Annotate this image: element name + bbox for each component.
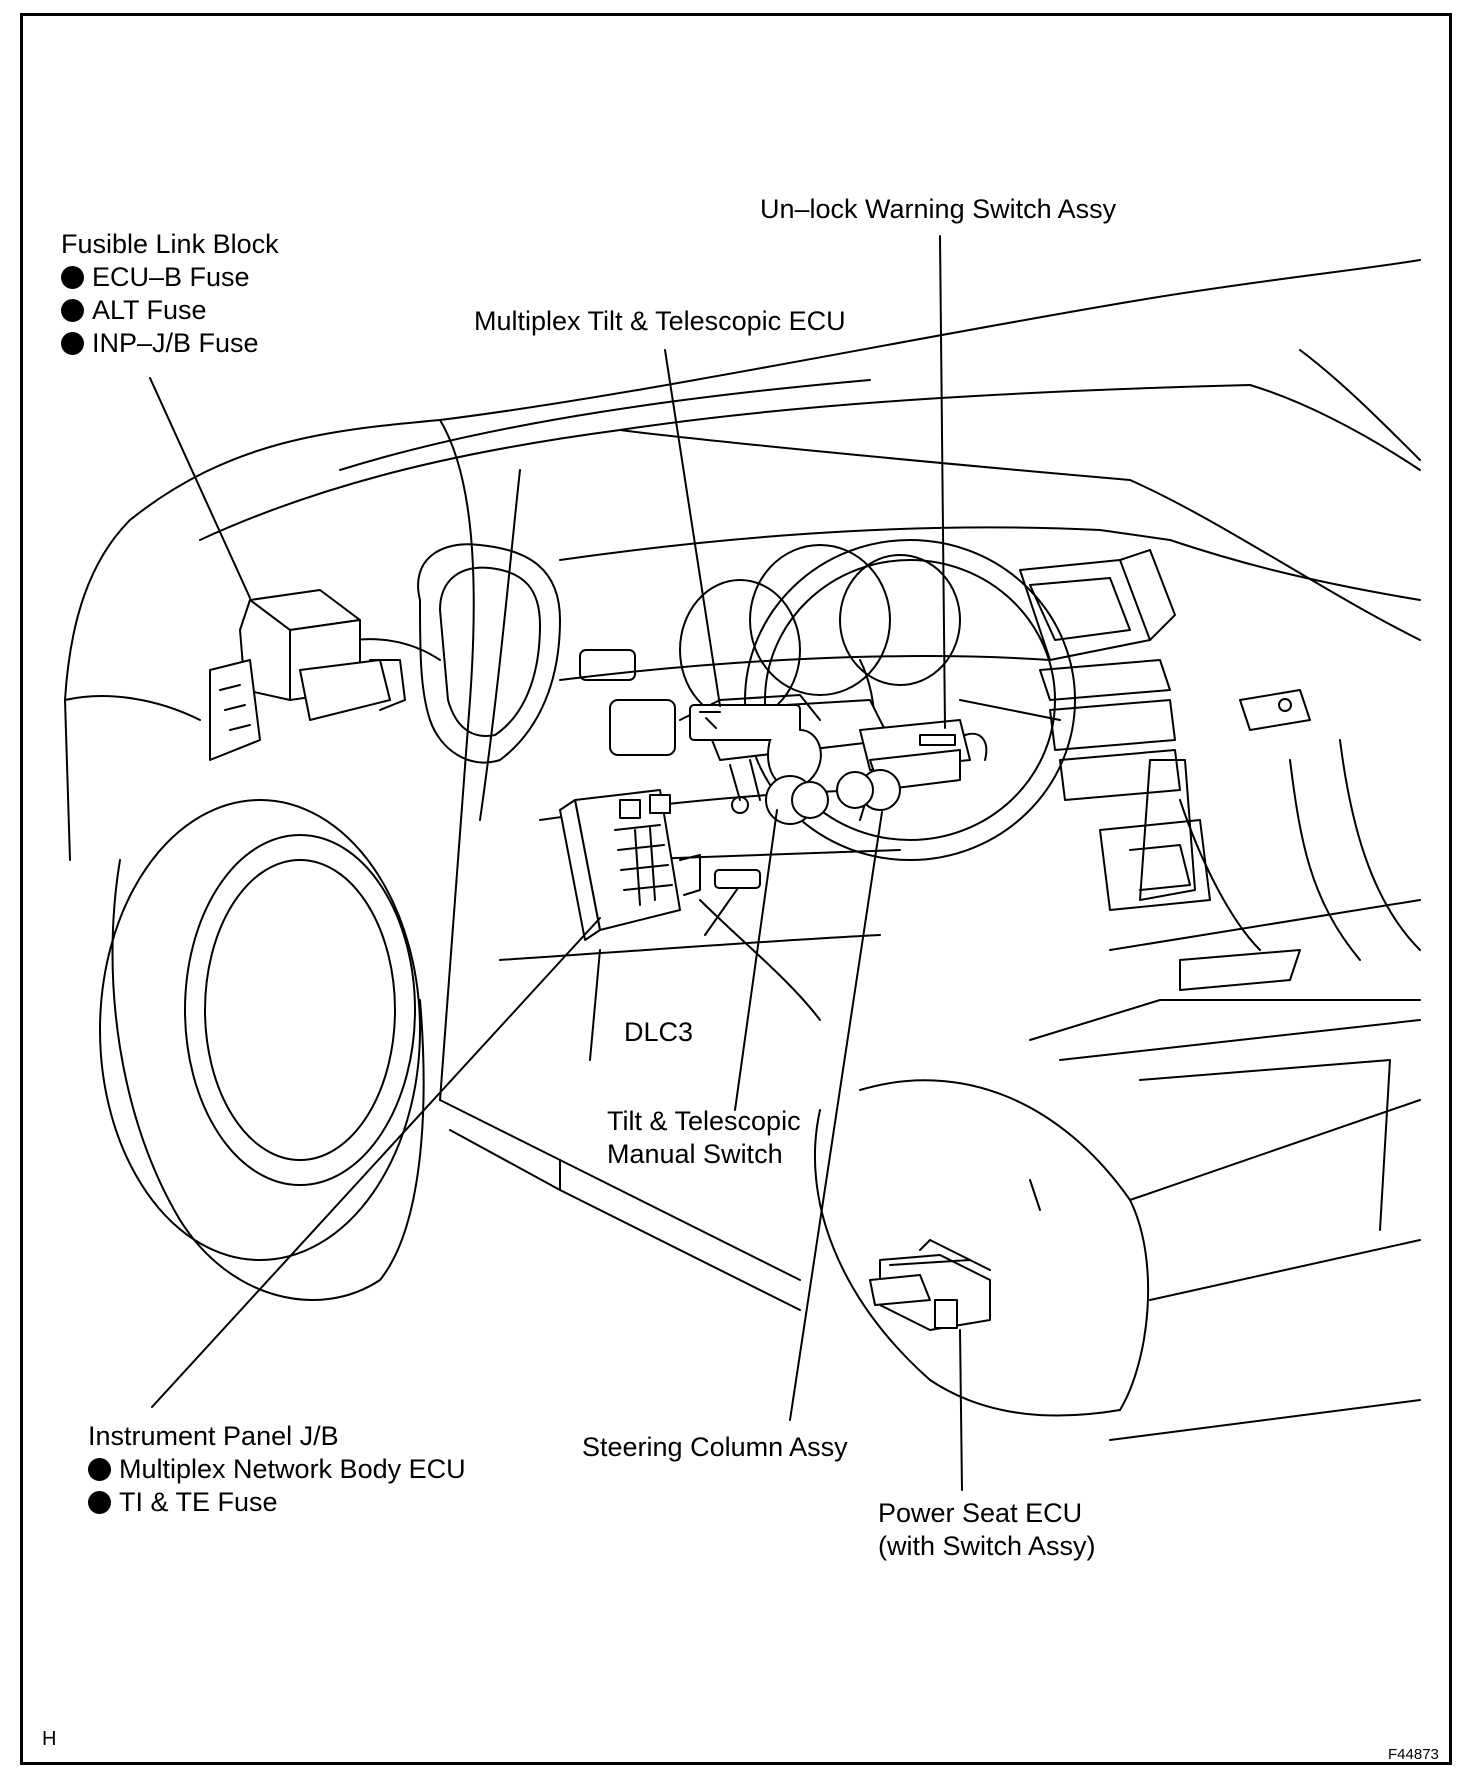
front-wheel: [99, 799, 425, 1301]
instrument-panel-jb-title: Instrument Panel J/B: [88, 1421, 339, 1451]
instrument-panel-jb-label: Instrument Panel J/B Multiplex Network B…: [88, 1420, 466, 1519]
ti-te-fuse-item: TI & TE Fuse: [88, 1486, 466, 1519]
console-and-seat: [813, 899, 1421, 1441]
alt-fuse-item: ALT Fuse: [61, 294, 279, 327]
power-seat-ecu-label: Power Seat ECU (with Switch Assy): [878, 1498, 1096, 1561]
figure-frame: [20, 13, 1452, 1765]
multiplex-tilt-ecu-label: Multiplex Tilt & Telescopic ECU: [474, 306, 846, 336]
multiplex-network-body-ecu-item: Multiplex Network Body ECU: [88, 1453, 466, 1486]
instrument-panel-jb-component: [559, 789, 761, 941]
body-outline: [64, 259, 1421, 1101]
power-seat-ecu-component: [869, 1239, 991, 1331]
leader-lines: [149, 235, 963, 1491]
fusible-link-block-title: Fusible Link Block: [61, 229, 279, 259]
fusible-link-block-label: Fusible Link Block ECU–B Fuse ALT Fuse I…: [61, 228, 279, 360]
dlc3-label: DLC3: [624, 1017, 694, 1047]
tilt-manual-switch-label: Tilt & Telescopic Manual Switch: [607, 1106, 801, 1169]
steering-wheel: [679, 539, 1076, 861]
inp-jb-fuse-item: INP–J/B Fuse: [61, 327, 279, 360]
figure-id: F44873: [1388, 1746, 1439, 1763]
dashboard: [499, 526, 1421, 961]
floor-sill: [439, 899, 821, 1311]
ecu-b-fuse-item: ECU–B Fuse: [61, 261, 279, 294]
fusible-link-block-component: [209, 589, 406, 761]
corner-mark: H: [42, 1728, 57, 1750]
unlock-warning-switch-label: Un–lock Warning Switch Assy: [760, 194, 1117, 224]
bullet-icon: [88, 1491, 111, 1514]
steering-column-label: Steering Column Assy: [582, 1432, 848, 1462]
bullet-icon: [61, 266, 84, 289]
bullet-icon: [61, 299, 84, 322]
bullet-icon: [88, 1458, 111, 1481]
bullet-icon: [61, 332, 84, 355]
steering-column: [679, 694, 988, 825]
side-mirror: [417, 543, 561, 764]
